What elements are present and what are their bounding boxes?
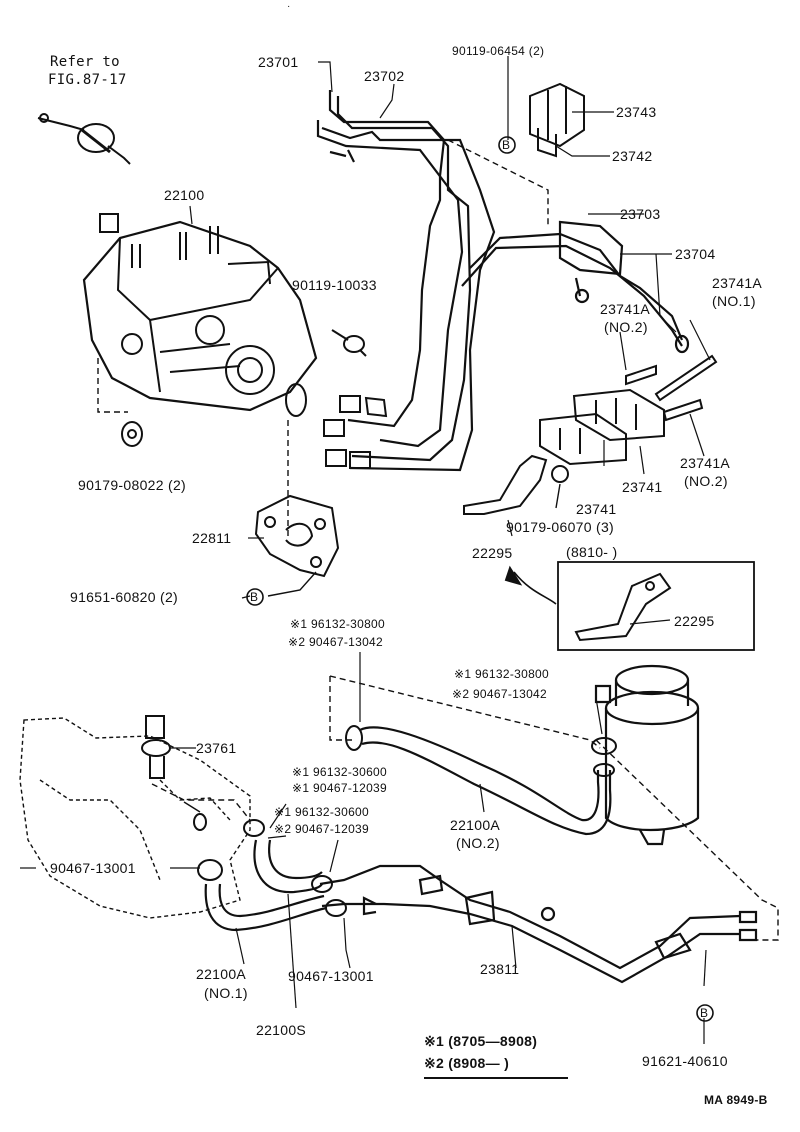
label-23811: 23811 — [480, 961, 520, 977]
label-mid-a1: ※1 96132-30600 — [292, 765, 387, 779]
label-23741A-no2-b-sub: (NO.2) — [684, 473, 728, 489]
label-hose-right-1: ※1 96132-30800 — [454, 667, 549, 681]
clamp-blocks-23741-icon — [539, 388, 665, 466]
top-dot: · — [287, 1, 291, 12]
hose-22100A-no2-icon — [359, 726, 612, 836]
label-91621-40610: 91621-40610 — [642, 1053, 728, 1069]
legend-row-2: ※2 (8908— ) — [424, 1055, 510, 1071]
injection-pipes-23703-23704-icon — [461, 220, 690, 354]
bracket-22811-icon — [254, 494, 340, 578]
hose-22100S-icon — [253, 839, 323, 894]
label-90119-06454: 90119-06454 (2) — [452, 44, 545, 58]
label-23741-a: 23741 — [622, 479, 663, 495]
label-mid-a2: ※1 90467-12039 — [292, 781, 387, 795]
label-22100: 22100 — [164, 187, 205, 203]
label-23761: 23761 — [196, 740, 237, 756]
label-23703: 23703 — [620, 206, 661, 222]
b-marker-bottom: B — [700, 1006, 709, 1020]
label-22811: 22811 — [192, 530, 232, 546]
label-23741A-no1-sub: (NO.1) — [712, 293, 756, 309]
drawing-code: MA 8949-B — [704, 1093, 768, 1107]
label-hose-top-1: ※1 96132-30800 — [290, 617, 385, 631]
label-90467-13001-b: 90467-13001 — [288, 968, 374, 984]
insulator-rods-icon — [625, 354, 718, 422]
leader-lines — [20, 56, 711, 1044]
label-23704: 23704 — [675, 246, 716, 262]
label-mid-b2: ※2 90467-12039 — [274, 822, 369, 836]
bracket-22295-icon — [463, 454, 569, 515]
nut-90179-08022-icon — [121, 421, 143, 447]
label-23741A-no1: 23741A — [712, 275, 763, 291]
label-23741-b: 23741 — [576, 501, 617, 517]
detail-box — [557, 561, 755, 651]
label-22100A-no1: 22100A — [196, 966, 247, 982]
label-hose-right-2: ※2 90467-13042 — [452, 687, 547, 701]
hose-clamp-top-icon — [345, 725, 617, 777]
label-22100A-no2: 22100A — [450, 817, 501, 833]
label-90179-06070: 90179-06070 (3) — [506, 519, 615, 535]
refer-line1: Refer to — [50, 54, 120, 70]
label-90467-13001-a: 90467-13001 — [50, 860, 136, 876]
label-mid-b1: ※1 96132-30600 — [274, 805, 369, 819]
label-22295-b: 22295 — [674, 613, 715, 629]
label-90179-08022: 90179-08022 (2) — [78, 477, 187, 493]
label-23702: 23702 — [364, 68, 405, 84]
label-23741A-no2-a: 23741A — [600, 301, 651, 317]
hose-clamps-lower-icon — [311, 875, 347, 917]
hose-clamp-mid-icon — [243, 819, 265, 837]
label-23741A-no2-b: 23741A — [680, 455, 731, 471]
label-22100S: 22100S — [256, 1022, 307, 1038]
pipe-clamp-23743-icon — [529, 82, 585, 158]
label-90119-10033: 90119-10033 — [292, 277, 377, 293]
vacuum-valve-icon — [37, 113, 131, 165]
label-23741A-no2-a-sub: (NO.2) — [604, 319, 648, 335]
b-marker-mid: B — [250, 590, 259, 604]
legend-row-1: ※1 (8705—8908) — [424, 1033, 538, 1049]
fuel-filter-icon — [594, 664, 700, 846]
fitting-23761-icon — [141, 715, 171, 779]
reference-b-markers — [246, 136, 714, 1022]
bracket-22295-detail-icon — [574, 572, 672, 642]
pipe-fittings-icon — [323, 395, 388, 469]
label-22100A-no1-sub: (NO.1) — [204, 985, 248, 1001]
refer-line2: FIG.87-17 — [48, 72, 127, 88]
label-23742: 23742 — [612, 148, 653, 164]
label-22100A-no2-sub: (NO.2) — [456, 835, 500, 851]
label-23701: 23701 — [258, 54, 299, 70]
injection-pipes-23701-23702-icon — [316, 90, 496, 472]
hose-clamp-left-icon — [197, 859, 223, 881]
bolt-90119-10033-icon — [331, 329, 367, 357]
label-range-8810: (8810- ) — [566, 544, 618, 560]
injection-pump-icon — [82, 213, 318, 417]
label-22295-a: 22295 — [472, 545, 513, 561]
b-marker-top: B — [502, 138, 511, 152]
label-91651-60820: 91651-60820 (2) — [70, 589, 179, 605]
engine-block-icon — [19, 717, 251, 919]
label-23743: 23743 — [616, 104, 657, 120]
label-hose-top-2: ※2 90467-13042 — [288, 635, 383, 649]
fuel-pipe-23811-icon — [319, 864, 758, 984]
